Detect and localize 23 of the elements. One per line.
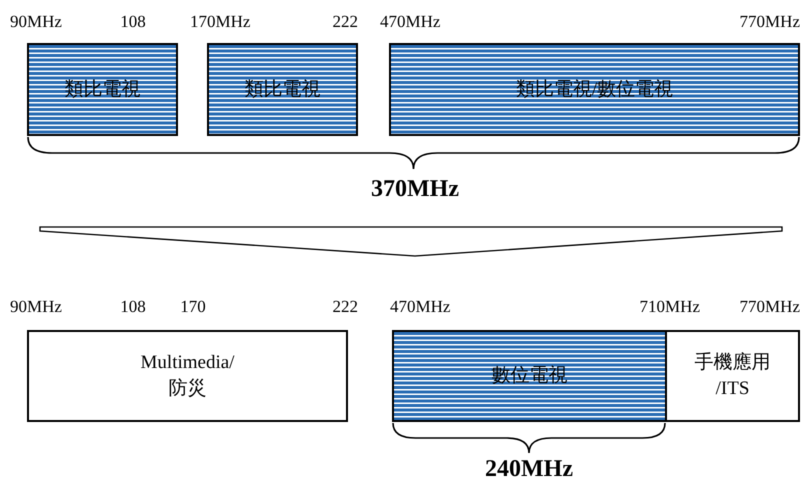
bandwidth-label: 370MHz xyxy=(371,176,459,203)
band-label: 手機應用 /ITS xyxy=(694,351,772,401)
spectrum-band xyxy=(389,43,800,136)
frequency-label: 90MHz xyxy=(10,12,62,32)
spectrum-band xyxy=(27,43,178,136)
frequency-label: 108 xyxy=(120,297,146,317)
spectrum-band xyxy=(392,330,667,422)
band-label: Multimedia/ 防災 xyxy=(140,351,236,401)
frequency-label: 222 xyxy=(332,12,358,32)
frequency-label: 108 xyxy=(120,12,146,32)
spectrum-band xyxy=(207,43,358,136)
spectrum-block xyxy=(27,330,348,422)
frequency-label: 170 xyxy=(180,297,206,317)
frequency-label: 170MHz xyxy=(190,12,250,32)
frequency-label: 710MHz xyxy=(640,297,700,317)
frequency-label: 470MHz xyxy=(390,297,450,317)
frequency-label: 90MHz xyxy=(10,297,62,317)
frequency-label: 770MHz xyxy=(740,12,800,32)
frequency-label: 470MHz xyxy=(380,12,440,32)
frequency-label: 770MHz xyxy=(740,297,800,317)
bandwidth-label: 240MHz xyxy=(485,456,573,483)
frequency-label: 222 xyxy=(332,297,358,317)
spectrum-block xyxy=(665,330,800,422)
